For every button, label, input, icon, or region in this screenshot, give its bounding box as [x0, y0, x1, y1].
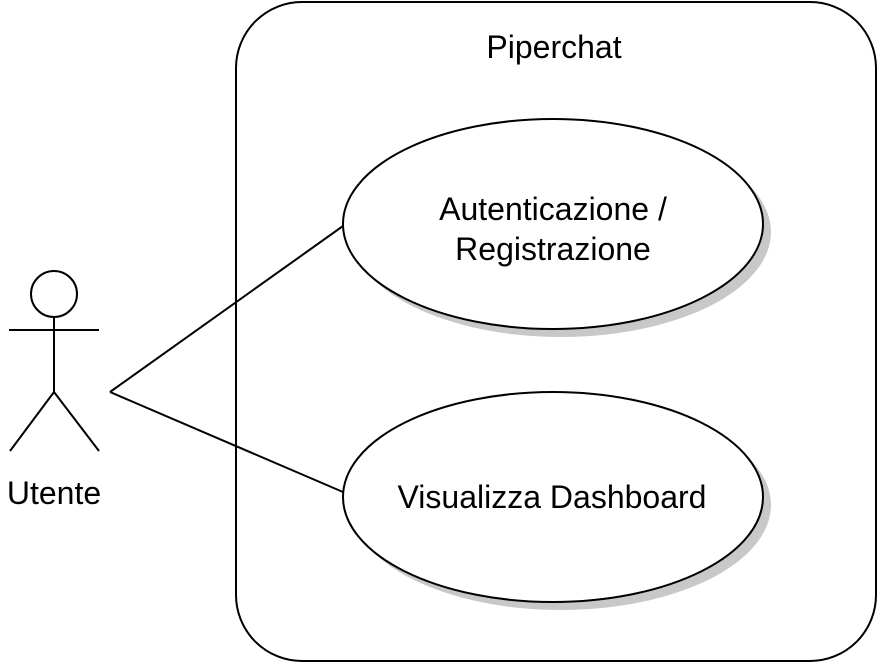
- actor-utente[interactable]: Utente: [7, 270, 101, 511]
- actor-left-leg: [9, 391, 55, 452]
- actor-head: [30, 270, 78, 318]
- use-case-label-line1: Autenticazione /: [439, 191, 667, 227]
- use-case-label-line2: Registrazione: [455, 231, 651, 267]
- use-case-ellipse: [342, 391, 764, 603]
- actor-label: Utente: [7, 475, 101, 511]
- use-case-authentication[interactable]: Autenticazione / Registrazione: [342, 118, 771, 337]
- use-case-dashboard[interactable]: Visualizza Dashboard: [342, 391, 771, 610]
- association-authentication: [109, 225, 344, 393]
- association-dashboard: [109, 391, 344, 493]
- actor-right-leg: [53, 391, 100, 452]
- use-case-ellipse: [342, 118, 764, 330]
- use-case-label: Visualizza Dashboard: [398, 479, 707, 515]
- system-title: Piperchat: [486, 29, 621, 65]
